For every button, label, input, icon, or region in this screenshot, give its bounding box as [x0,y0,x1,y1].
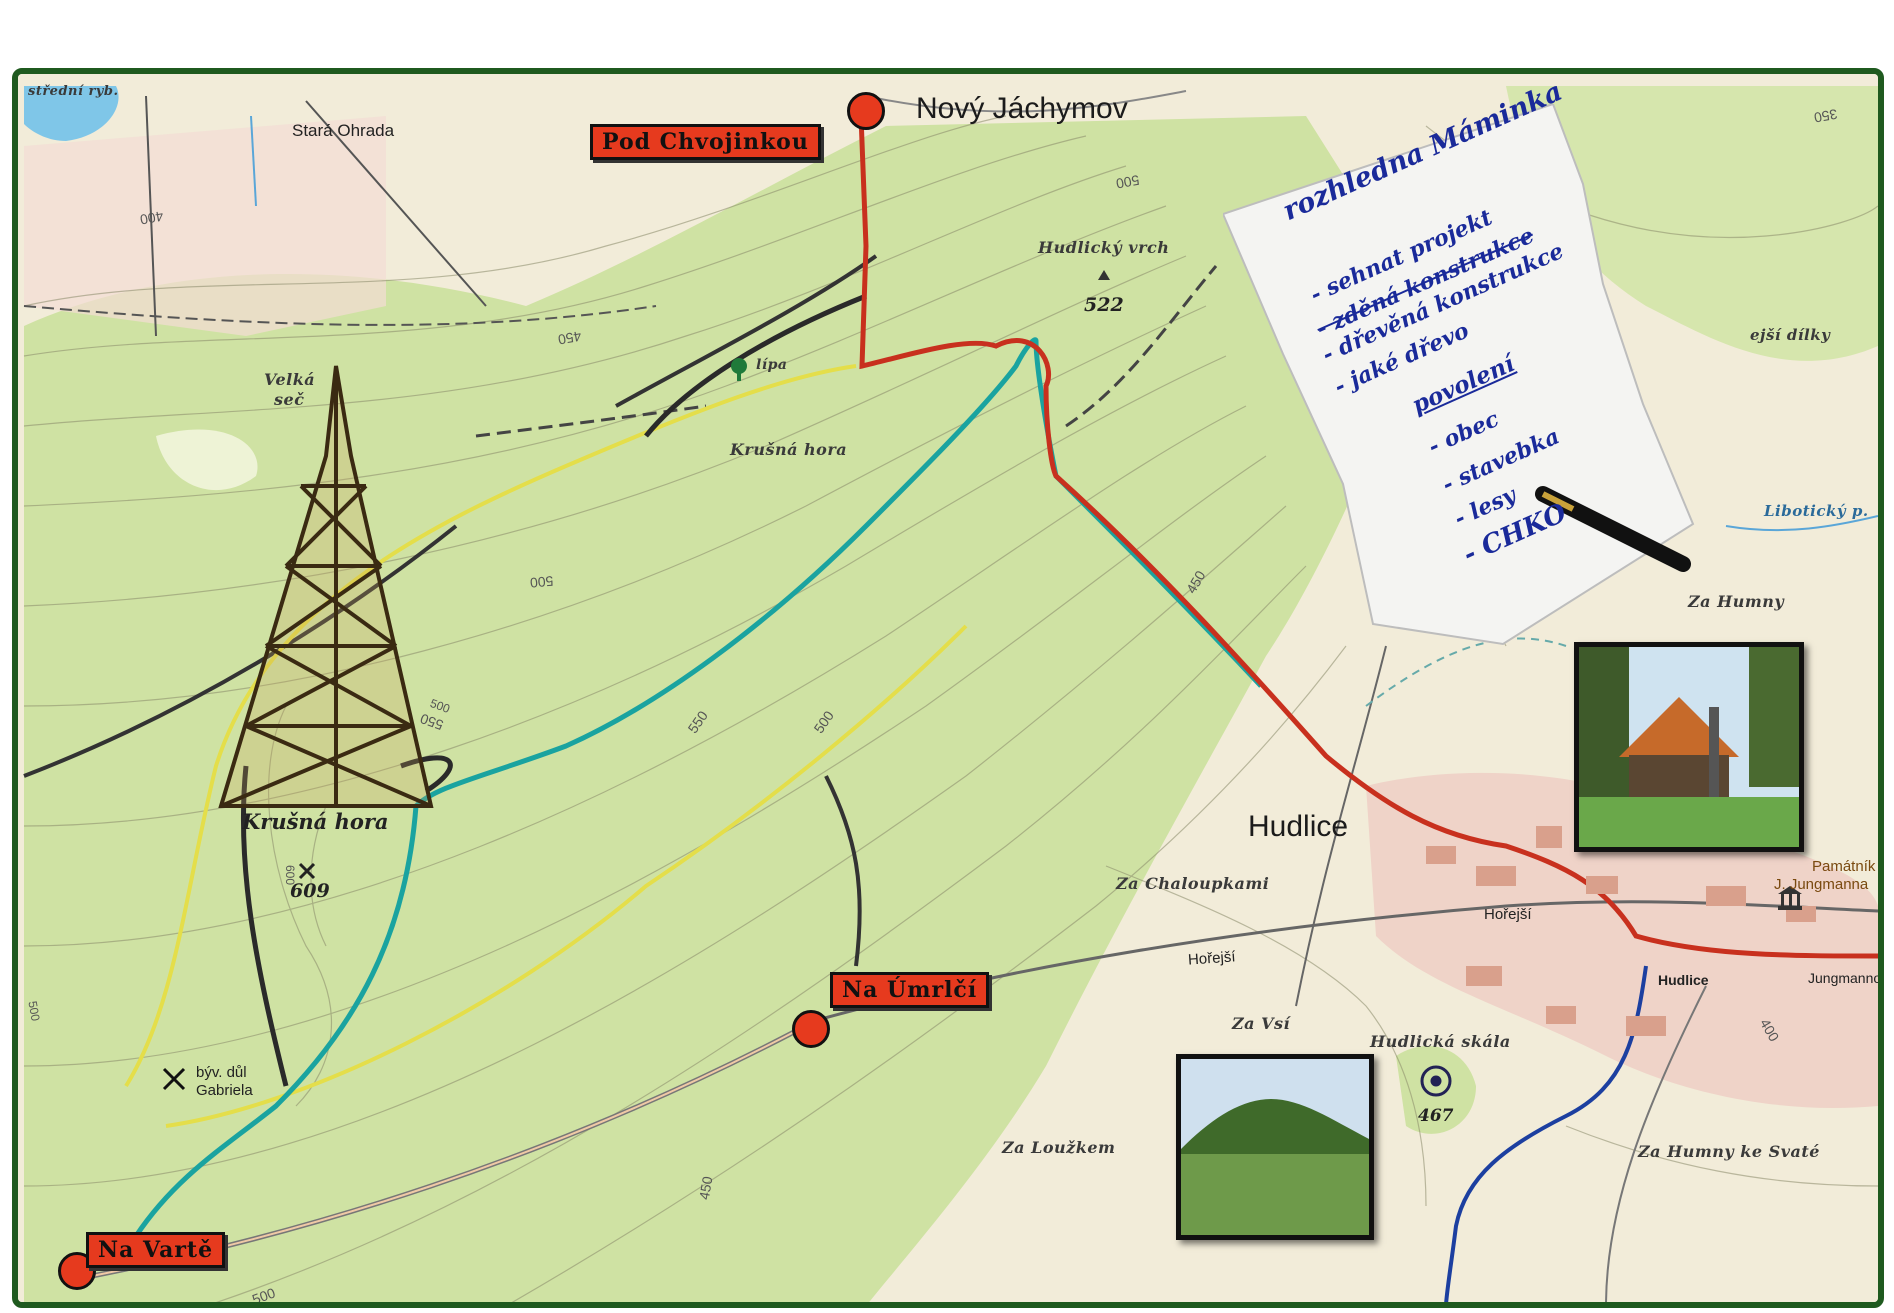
photo-hudlicka-skala [1176,1054,1374,1240]
pin-pod-chvojinkou [847,92,885,130]
road-jungmannova: Jungmannova [1808,970,1882,986]
place-za-louzkem: Za Loužkem [1002,1138,1116,1157]
streams [250,115,1878,532]
place-velka-sec-1: Velká [264,370,316,389]
place-za-humny-ke-svate: Za Humny ke Svaté [1638,1142,1820,1161]
route-red [858,115,1878,959]
place-novy-jachymov: Nový Jáchymov [916,92,1128,125]
village-hudlice [1366,772,1878,1108]
photo-jungmann-memorial [1574,642,1804,852]
village-buildings [1426,826,1816,1036]
sign-na-varte: Na Vartě [86,1232,226,1268]
pin-na-umrlci [792,1010,830,1048]
map-frame: Nový Jáchymov Hudlice Stará Ohrada střed… [12,68,1884,1308]
place-lipa: lípa [756,357,788,373]
contour-label: 600 [283,864,298,886]
elevation-hudlicka-skala: 467 [1418,1106,1454,1126]
lookout-tower-icon [218,365,434,808]
field-patch [156,429,258,491]
handwritten-note: rozhledna Máminka - sehnat projekt - zdě… [1223,76,1703,679]
place-velka-sec-2: seč [274,390,305,409]
route-yellow [124,364,968,1128]
elevation-krusna-hora: 609 [290,880,330,902]
road-horejsi: Hořejší [1187,948,1237,969]
place-hudlice: Hudlice [1248,810,1349,843]
place-stredni-ryb: střední ryb. [28,84,119,99]
sign-pod-chvojinkou: Pod Chvojinkou [590,124,821,160]
route-blue [1444,965,1648,1302]
place-krusna-hora-slope: Krušná hora [730,440,848,459]
peak-triangle-icon [1098,270,1110,280]
summit-icon [298,862,316,880]
place-hudlicka-skala: Hudlická skála [1370,1032,1511,1051]
place-hudlicky-vrch: Hudlický vrch [1038,238,1170,257]
place-stara-ohrada: Stará Ohrada [292,121,395,140]
contour-lines [23,115,1878,1302]
place-pamatnik-2: J. Jungmanna [1774,876,1869,893]
place-pamatnik-1: Památník [1812,858,1876,875]
forest-area-ne [1506,86,1878,361]
place-byv-dul-1: býv. důl [196,1064,247,1081]
pond [24,86,119,141]
photo-jungmann-memorial-image [1579,647,1799,847]
elevation-hudlicky-vrch: 522 [1084,294,1124,316]
place-za-chaloupkami: Za Chaloupkami [1116,874,1270,893]
contour-label: 500 [529,573,555,591]
rock-icon [1420,1065,1452,1097]
place-za-vsi: Za Vsí [1232,1014,1291,1033]
place-za-humny: Za Humny [1688,592,1785,611]
place-hudlice-small: Hudlice [1658,972,1709,988]
place-horejsi: Hořejší [1484,906,1532,923]
sign-na-umrlci: Na Úmrlčí [830,972,990,1008]
place-krusna-hora: Krušná hora [242,809,389,834]
pin-na-varte [58,1252,96,1290]
photo-hudlicka-skala-image [1181,1059,1369,1235]
note-paper [1223,104,1695,646]
tree-icon [731,358,747,381]
mine-icon [162,1067,186,1091]
village-stara-ohrada [24,116,386,336]
monument-icon [1778,886,1802,910]
pen-icon [1535,486,1691,572]
place-byv-dul-2: Gabriela [196,1082,253,1099]
stream-liboticky: Libotický p. [1764,502,1869,520]
place-horejsi-dilky: ejší dílky [1750,326,1831,344]
forest-area [24,116,1426,1302]
